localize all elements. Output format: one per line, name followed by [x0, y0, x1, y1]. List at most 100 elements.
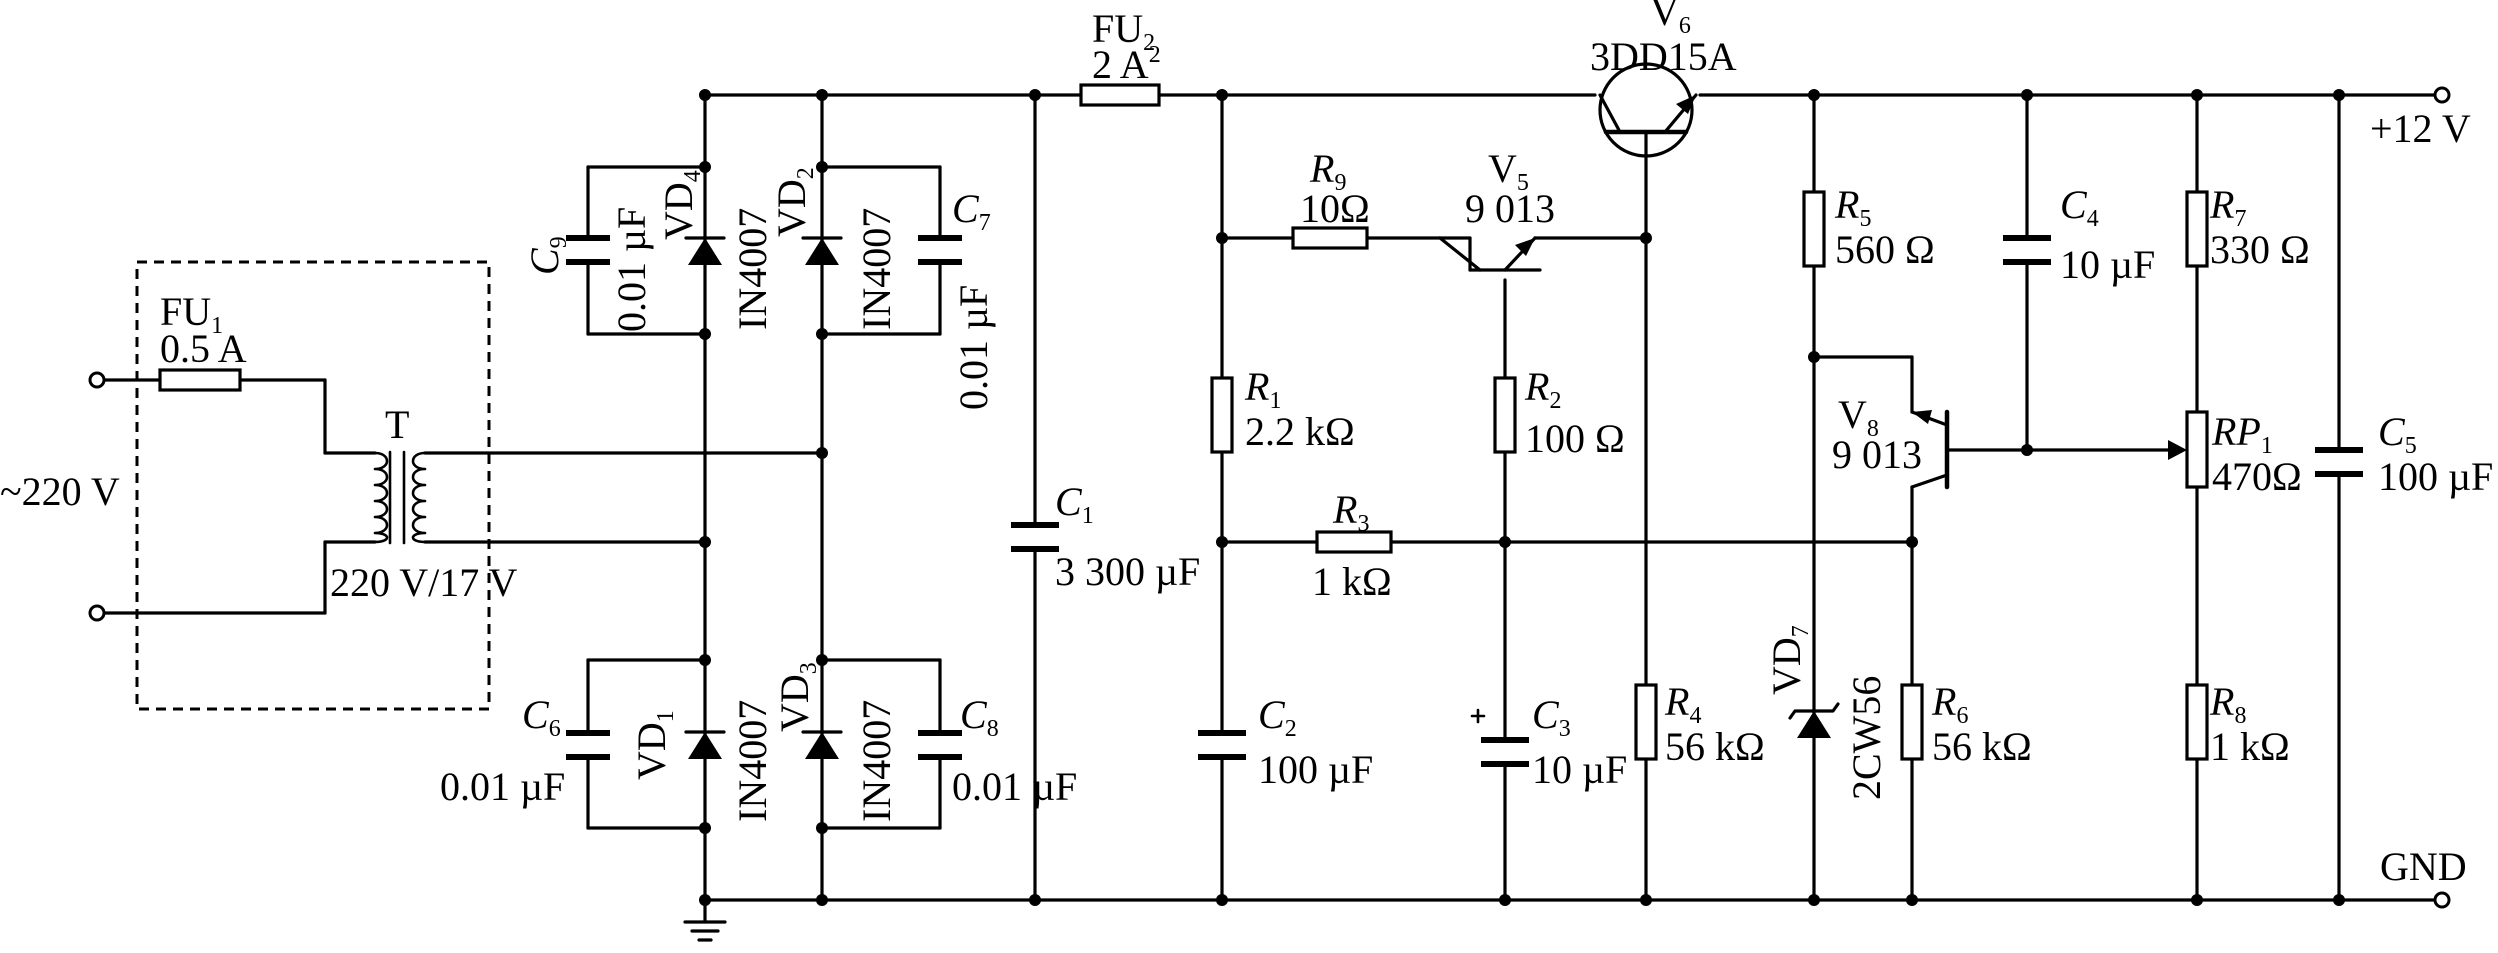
label-r1: R1: [1244, 364, 1281, 414]
label-r9-value: 10Ω: [1300, 186, 1370, 231]
label-vd7-part: 2CW56: [1844, 676, 1889, 800]
label-output-ground: GND: [2380, 844, 2467, 889]
label-v5-part: 9 013: [1465, 186, 1555, 231]
potentiometer-rp1: [2168, 410, 2209, 489]
label-r3-value: 1 kΩ: [1312, 559, 1392, 604]
label-vd1-part: IN4007: [730, 700, 775, 822]
label-transformer-ratio: 220 V/17 V: [330, 560, 518, 605]
transistor-v5: [1438, 236, 1542, 272]
capacitor-c6: [566, 730, 610, 760]
resistor-r7: [2185, 190, 2209, 268]
output-terminal-ground: [2433, 891, 2451, 909]
label-c3: C3: [1532, 692, 1571, 742]
transformer-fuse-enclosure: [135, 260, 491, 711]
label-c3-value: 10 µF: [1532, 747, 1627, 792]
diode-vd3: [801, 730, 843, 759]
label-v8-part: 9 013: [1832, 432, 1922, 477]
label-r4: R4: [1664, 679, 1701, 729]
label-c6-value: 0.01 µF: [440, 764, 565, 809]
label-r9: R9: [1309, 146, 1346, 196]
label-v6: V6: [1650, 0, 1691, 39]
label-vd3: VD3: [772, 662, 822, 732]
label-rp1: RP1: [2211, 409, 2273, 459]
label-vd4: VD4: [656, 170, 706, 240]
label-c1: C1: [1055, 479, 1094, 529]
capacitor-c9: [566, 235, 610, 265]
label-vd3-part: IN4007: [854, 700, 899, 822]
resistor-r5: [1802, 190, 1826, 268]
capacitor-c1: [1011, 522, 1059, 552]
label-r2: R2: [1524, 364, 1561, 414]
zener-diode-vd7: [1788, 702, 1840, 738]
resistor-r4: [1634, 683, 1658, 761]
label-r4-value: 56 kΩ: [1665, 724, 1765, 769]
transformer-t: [373, 450, 427, 545]
wires: [95, 93, 2437, 902]
label-fu2: FU2: [1092, 6, 1155, 56]
label-r7-value: 330 Ω: [2210, 227, 2310, 272]
label-r8-value: 1 kΩ: [2210, 724, 2290, 769]
resistor-r2: [1493, 376, 1517, 454]
label-c2: C2: [1258, 692, 1297, 742]
resistor-r8: [2185, 683, 2209, 761]
label-r1-value: 2.2 kΩ: [1245, 409, 1355, 454]
resistor-r9: [1291, 226, 1369, 250]
transistor-v8: [1910, 409, 1950, 490]
label-c7-value: 0.01 µF: [951, 285, 996, 410]
fuse-fu2: [1079, 83, 1161, 107]
label-v6-part: 3DD15A: [1590, 34, 1737, 79]
label-c5-value: 100 µF: [2378, 454, 2493, 499]
label-v5: V5: [1488, 146, 1529, 196]
junction-dots: [699, 89, 2345, 906]
label-v8: V8: [1838, 392, 1879, 442]
label-c2-value: 100 µF: [1258, 747, 1373, 792]
label-r5: R5: [1834, 182, 1871, 232]
label-r7: R7: [2209, 182, 2246, 232]
label-output-positive: +12 V: [2370, 106, 2471, 151]
resistor-r1: [1210, 376, 1234, 454]
output-terminal-positive: [2433, 86, 2451, 104]
label-c5: C5: [2378, 409, 2417, 459]
label-r8: R8: [2209, 679, 2246, 729]
resistor-r3: [1315, 530, 1393, 554]
label-c1-value: 3 300 µF: [1055, 549, 1200, 594]
label-input: ~220 V: [0, 469, 120, 514]
label-c7: C7: [952, 186, 991, 236]
input-terminal-top: [88, 371, 106, 389]
capacitor-c8: [918, 730, 962, 760]
fuse-fu1: [158, 368, 242, 392]
label-fu1: FU1: [160, 289, 223, 339]
label-c8-value: 0.01 µF: [952, 764, 1077, 809]
label-r6-value: 56 kΩ: [1932, 724, 2032, 769]
capacitor-c7: [918, 235, 962, 265]
label-rp1-value: 470Ω: [2212, 454, 2302, 499]
label-c4: C4: [2060, 182, 2099, 232]
label-r2-value: 100 Ω: [1525, 416, 1625, 461]
transistor-v6: [1598, 62, 1698, 158]
label-fu1-value: 0.5 A: [160, 326, 247, 371]
capacitor-c3: [1470, 708, 1529, 767]
label-c8: C8: [960, 692, 999, 742]
label-r3: R3: [1332, 487, 1369, 537]
capacitor-c5: [2315, 447, 2363, 477]
label-vd7: VD7: [1764, 625, 1814, 695]
label-vd1: VD1: [629, 710, 679, 780]
label-vd2: VD2: [769, 167, 819, 237]
label-r6: R6: [1931, 679, 1968, 729]
resistor-r6: [1900, 683, 1924, 761]
labels: ~220 V FU1 0.5 A T 220 V/17 V FU2 2 A2 V…: [0, 0, 2493, 889]
capacitor-c4: [2003, 235, 2051, 265]
label-r5-value: 560 Ω: [1835, 227, 1935, 272]
input-terminal-bottom: [88, 604, 106, 622]
label-transformer: T: [385, 402, 409, 447]
label-c6: C6: [522, 692, 561, 742]
diode-vd4: [684, 236, 726, 265]
diode-vd1: [684, 730, 726, 759]
label-fu2-value: 2 A2: [1092, 42, 1161, 87]
label-c9: C9: [522, 236, 572, 275]
label-vd2-part: IN4007: [854, 208, 899, 330]
label-c4-value: 10 µF: [2060, 242, 2155, 287]
diode-vd2: [801, 236, 843, 265]
label-c9-value: 0.01 µF: [609, 207, 654, 332]
